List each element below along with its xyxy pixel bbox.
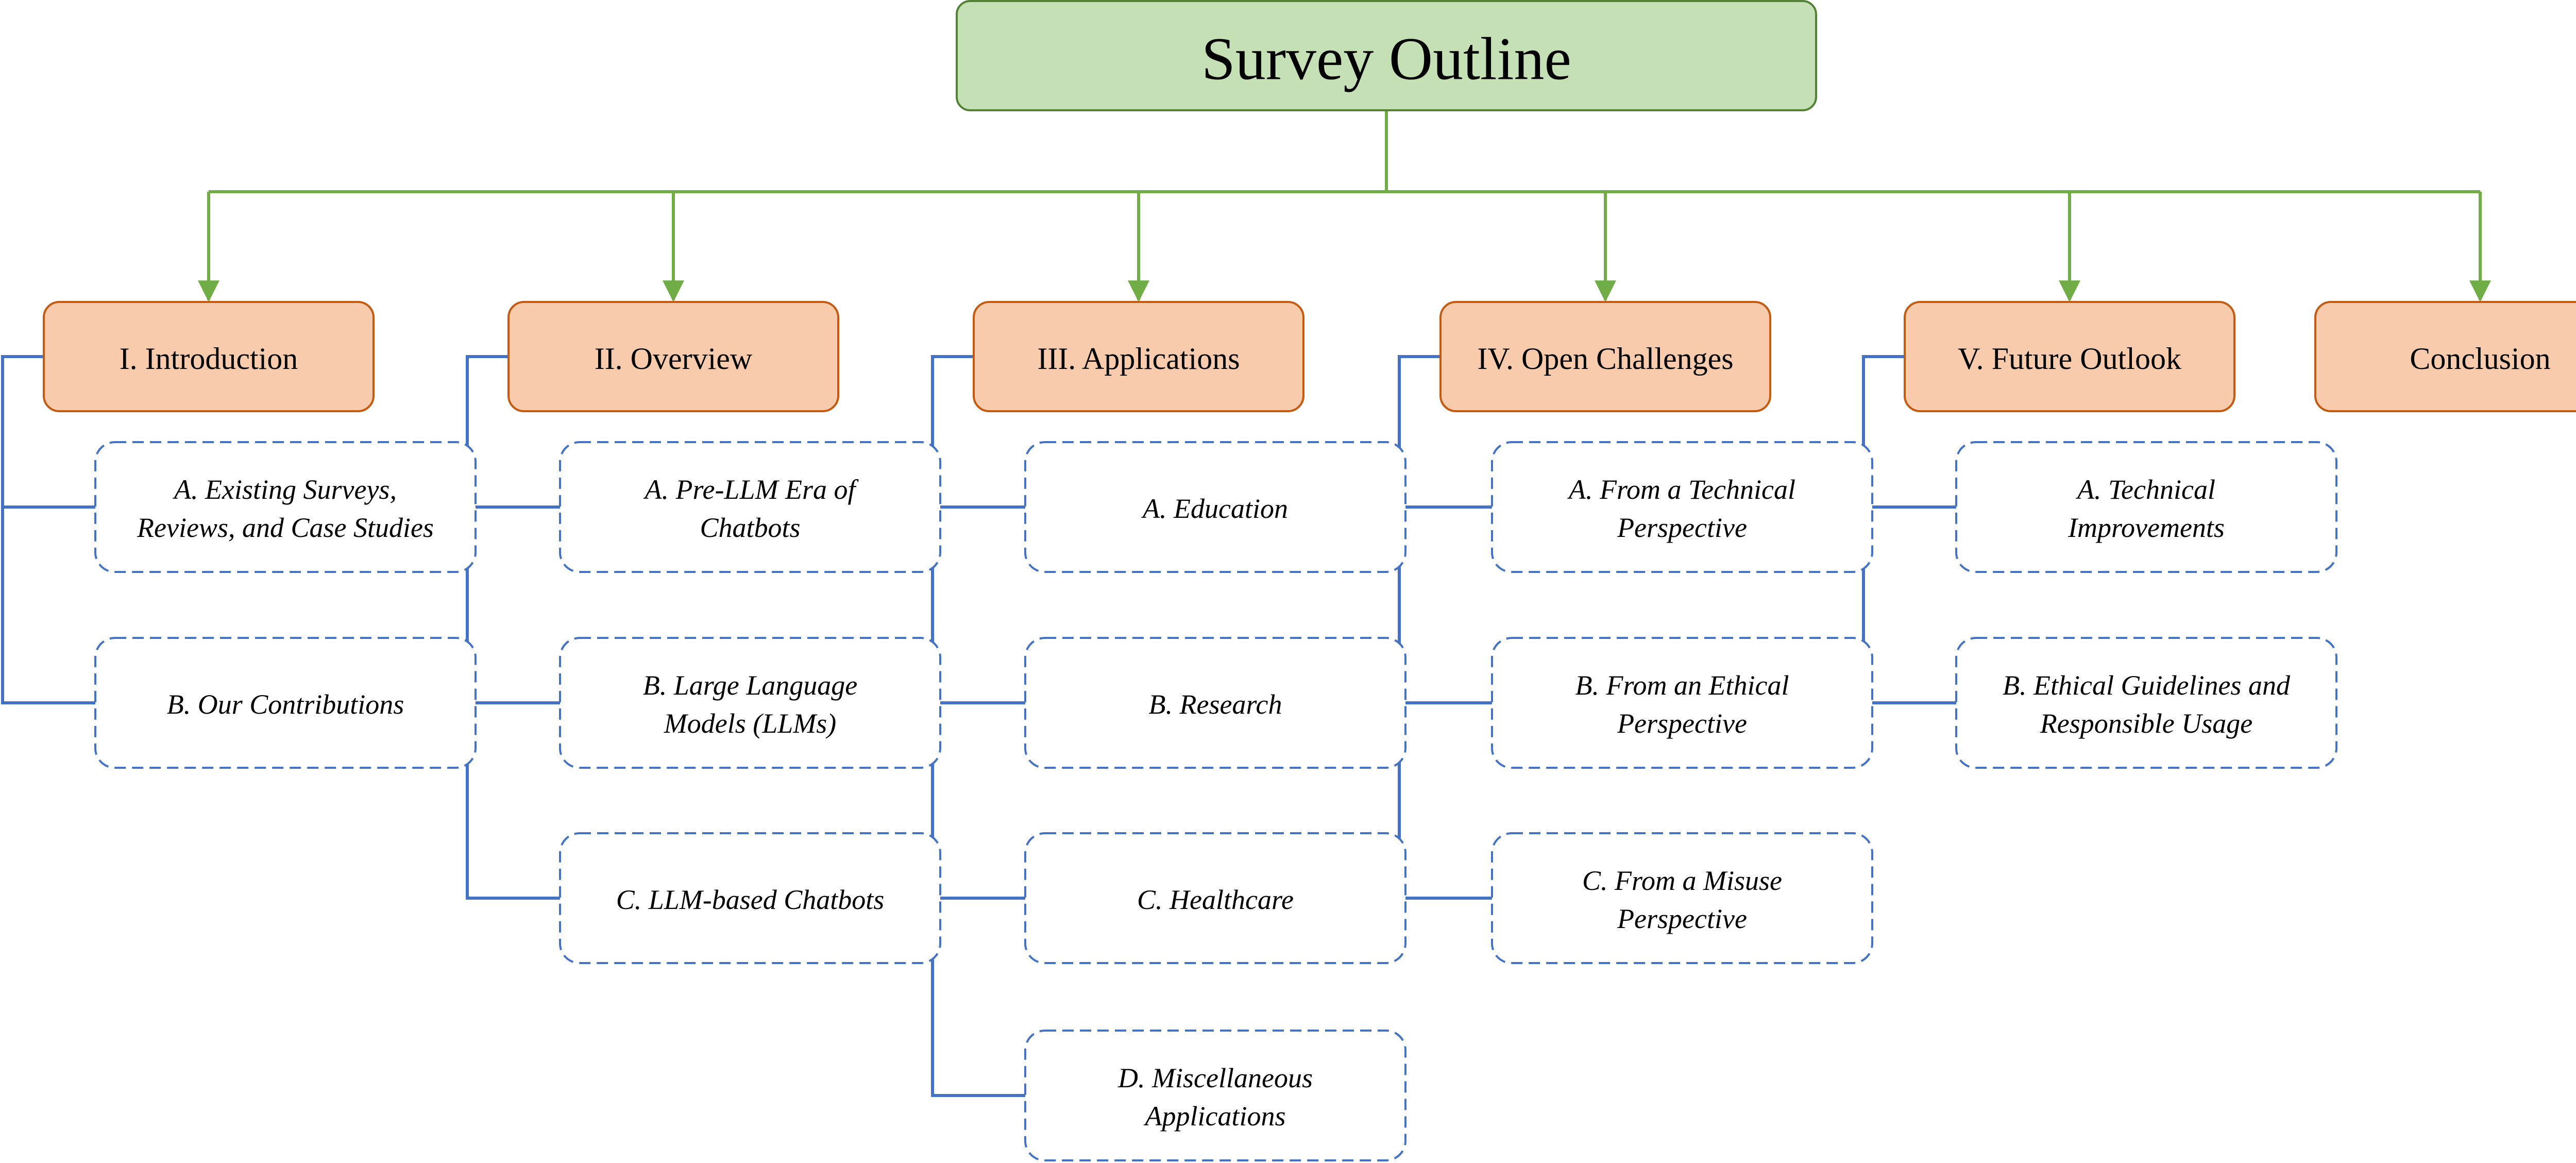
- subsection-label: Perspective: [1617, 512, 1747, 543]
- subsection-box: [1491, 637, 1873, 769]
- section-3: III. Applications: [973, 301, 1304, 412]
- root-connectors: [198, 110, 2491, 302]
- subsection-box: [1024, 1030, 1406, 1161]
- section-box: [507, 301, 839, 412]
- section-4: IV. Open Challenges: [1439, 301, 1771, 412]
- subsection-label: D. Miscellaneous: [1117, 1063, 1313, 1093]
- section-1: I. Introduction: [43, 301, 375, 412]
- subsection-label: Chatbots: [700, 512, 800, 543]
- subsection-label: Models (LLMs): [664, 708, 837, 739]
- subsection-label: Responsible Usage: [2040, 708, 2252, 739]
- section-box: [1904, 301, 2235, 412]
- subsection-box: [559, 832, 941, 964]
- subsection-label: B. Our Contributions: [167, 689, 404, 720]
- subsection-label: A. From a Technical: [1567, 474, 1795, 505]
- section-6: Conclusion: [2314, 301, 2576, 412]
- subsection-label: Perspective: [1617, 903, 1747, 934]
- section-label: II. Overview: [595, 342, 753, 376]
- subsection-box: [1024, 441, 1406, 573]
- subsection-box: [1955, 637, 2337, 769]
- section-2: II. Overview: [507, 301, 839, 412]
- subsection-1-1: A. Existing Surveys, Reviews, and Case St…: [94, 441, 477, 573]
- root-node: Survey Outline: [956, 0, 1817, 111]
- section-box: [973, 301, 1304, 412]
- sections: I. Introduction A. Existing Surveys, Revie…: [43, 301, 2576, 1161]
- subsection-3-2: B. Research: [1024, 637, 1406, 769]
- subsection-label: A. Existing Surveys,: [173, 474, 397, 505]
- subsection-box: [1491, 441, 1873, 573]
- subsection-3-3: C. Healthcare: [1024, 832, 1406, 964]
- subsection-box: [559, 637, 941, 769]
- subsection-label: B. Research: [1149, 689, 1282, 720]
- subsection-box: [1955, 441, 2337, 573]
- section-label: IV. Open Challenges: [1477, 342, 1733, 376]
- subsection-label: Perspective: [1617, 708, 1747, 739]
- subsection-box: [94, 441, 477, 573]
- subsection-label: C. From a Misuse: [1582, 865, 1782, 896]
- subsection-label: B. Ethical Guidelines and: [2003, 670, 2291, 701]
- section-box: [43, 301, 375, 412]
- subsection-label: B. Large Language: [643, 670, 858, 701]
- subsection-2-1: A. Pre-LLM Era of Chatbots: [559, 441, 941, 573]
- section-box: [2314, 301, 2576, 412]
- section-label: V. Future Outlook: [1958, 342, 2181, 376]
- subsection-box: [94, 637, 477, 769]
- subsection-label: C. Healthcare: [1137, 884, 1294, 915]
- subsection-3-1: A. Education: [1024, 441, 1406, 573]
- subsection-box: [1024, 637, 1406, 769]
- section-label: III. Applications: [1037, 342, 1240, 376]
- subsection-label: A. Education: [1141, 493, 1288, 524]
- root-title: Survey Outline: [1201, 25, 1571, 93]
- subsection-label: Reviews, and Case Studies: [137, 512, 434, 543]
- subsection-label: B. From an Ethical: [1575, 670, 1789, 701]
- subsection-label: A. Pre-LLM Era of: [643, 474, 859, 505]
- subsection-2-3: C. LLM-based Chatbots: [559, 832, 941, 964]
- subsection-box: [1024, 832, 1406, 964]
- subsection-label: C. LLM-based Chatbots: [616, 884, 885, 915]
- subsection-box: [1491, 832, 1873, 964]
- section-label: Conclusion: [2410, 342, 2550, 376]
- section-5: V. Future Outlook: [1904, 301, 2235, 412]
- section-box: [1439, 301, 1771, 412]
- root-box: [956, 0, 1817, 111]
- subsection-box: [559, 441, 941, 573]
- subsection-label: A. Technical: [2076, 474, 2215, 505]
- subsection-label: Improvements: [2067, 512, 2225, 543]
- subsection-1-2: B. Our Contributions: [94, 637, 477, 769]
- subsection-label: Applications: [1144, 1101, 1286, 1132]
- section-label: I. Introduction: [120, 342, 298, 376]
